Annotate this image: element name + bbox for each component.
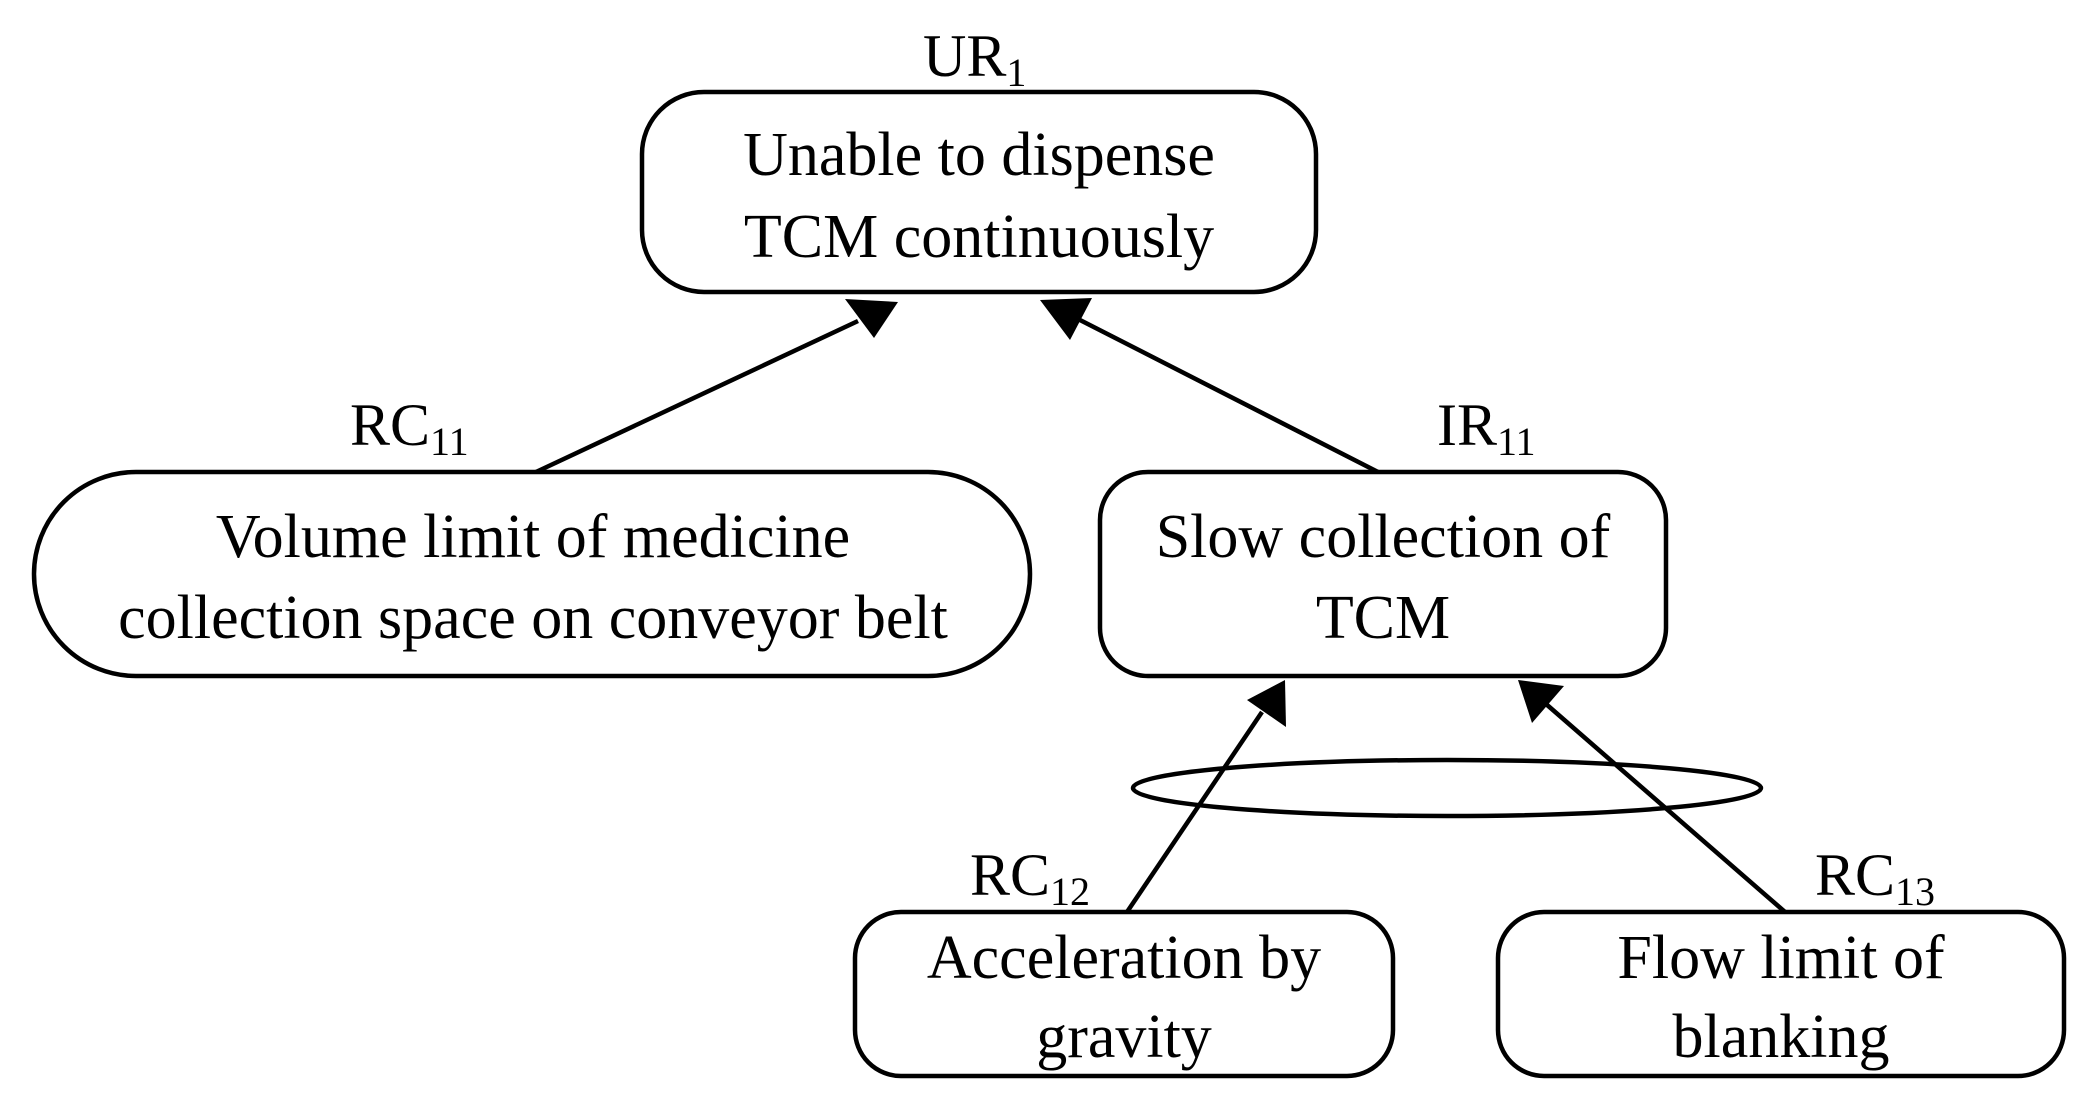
node-label-line2: TCM [1316,584,1450,652]
arrow-head [1247,680,1286,727]
node-label-line2: gravity [1036,1003,1212,1071]
node-ir11: IR11 Slow collection of TCM [1097,392,1669,679]
arrow-head [1040,298,1092,340]
node-tag: RC11 [350,392,469,464]
tag-main: UR [923,23,1006,89]
node-label-line1: Acceleration by [927,924,1321,992]
node-ur1: UR1 Unable to dispense TCM continuously [639,23,1319,295]
node-box [1495,909,2067,1079]
node-label-line1: Volume limit of medicine [216,503,850,571]
node-tag: RC13 [1815,842,1935,914]
arrow-head [845,299,898,338]
edge-line [1076,316,1380,475]
node-box [31,469,1033,679]
tag-main: RC [970,842,1050,908]
tag-subscript: 11 [1497,419,1536,464]
node-tag: IR11 [1437,392,1536,464]
tag-main: RC [350,392,430,458]
node-rc12: RC12 Acceleration by gravity [852,842,1396,1079]
edge-line [1125,710,1264,914]
node-label-line2: TCM continuously [744,203,1214,271]
node-label-line1: Flow limit of [1617,924,1945,992]
node-box [1097,469,1669,679]
edge-rc12-to-ir11 [1125,680,1286,914]
node-label-line1: Slow collection of [1156,503,1611,571]
tag-subscript: 11 [430,419,469,464]
node-tag: RC12 [970,842,1090,914]
and-decomposition-ellipse [1130,757,1764,819]
node-box [852,909,1396,1079]
arrow-head [1518,680,1564,723]
tag-subscript: 12 [1050,869,1090,914]
node-rc13: RC13 Flow limit of blanking [1495,842,2067,1079]
tag-main: RC [1815,842,1895,908]
node-box [639,89,1319,295]
edge-line [535,318,859,475]
node-rc11: RC11 Volume limit of medicine collection… [31,392,1033,679]
edge-ir11-to-ur1 [1040,298,1380,475]
tag-subscript: 1 [1006,50,1026,95]
node-label-line2: collection space on conveyor belt [118,584,948,652]
node-tag: UR1 [923,23,1026,95]
node-label-line1: Unable to dispense [743,121,1215,189]
edge-rc11-to-ur1 [535,299,898,475]
tag-subscript: 13 [1895,869,1935,914]
tag-main: IR [1437,392,1497,458]
node-label-line2: blanking [1673,1003,1890,1071]
